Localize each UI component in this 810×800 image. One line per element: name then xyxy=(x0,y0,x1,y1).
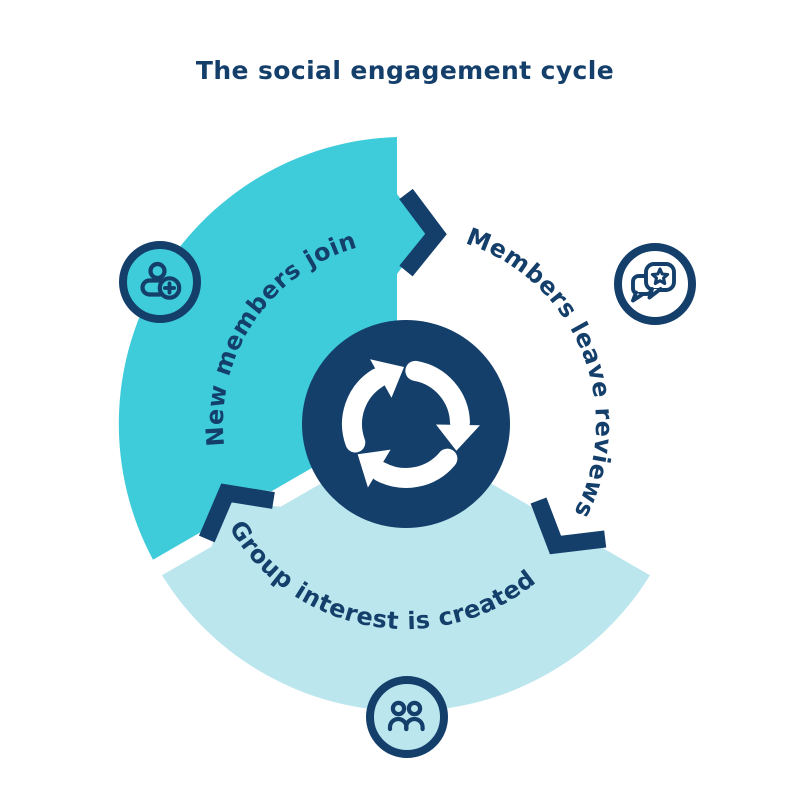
chevron-arrow-bottom-right-icon xyxy=(530,497,607,555)
chevron-arrow-top-icon xyxy=(399,188,447,277)
center-hub-circle xyxy=(302,320,510,528)
review-bubbles-icon xyxy=(631,262,676,303)
segment-group-interest-created xyxy=(162,439,650,712)
segment-new-members-join xyxy=(118,137,428,560)
badge-reviews xyxy=(614,243,696,325)
cycle-arrows-icon xyxy=(342,359,480,488)
group-icon xyxy=(387,700,425,732)
page-title: The social engagement cycle xyxy=(195,56,615,85)
flow-chevrons xyxy=(198,188,607,555)
badge-circle xyxy=(366,676,448,758)
badge-new-members xyxy=(119,241,201,323)
chevron-arrow-bottom-left-icon xyxy=(198,483,275,543)
user-plus-icon xyxy=(140,261,182,300)
badge-group-interest xyxy=(366,676,448,758)
